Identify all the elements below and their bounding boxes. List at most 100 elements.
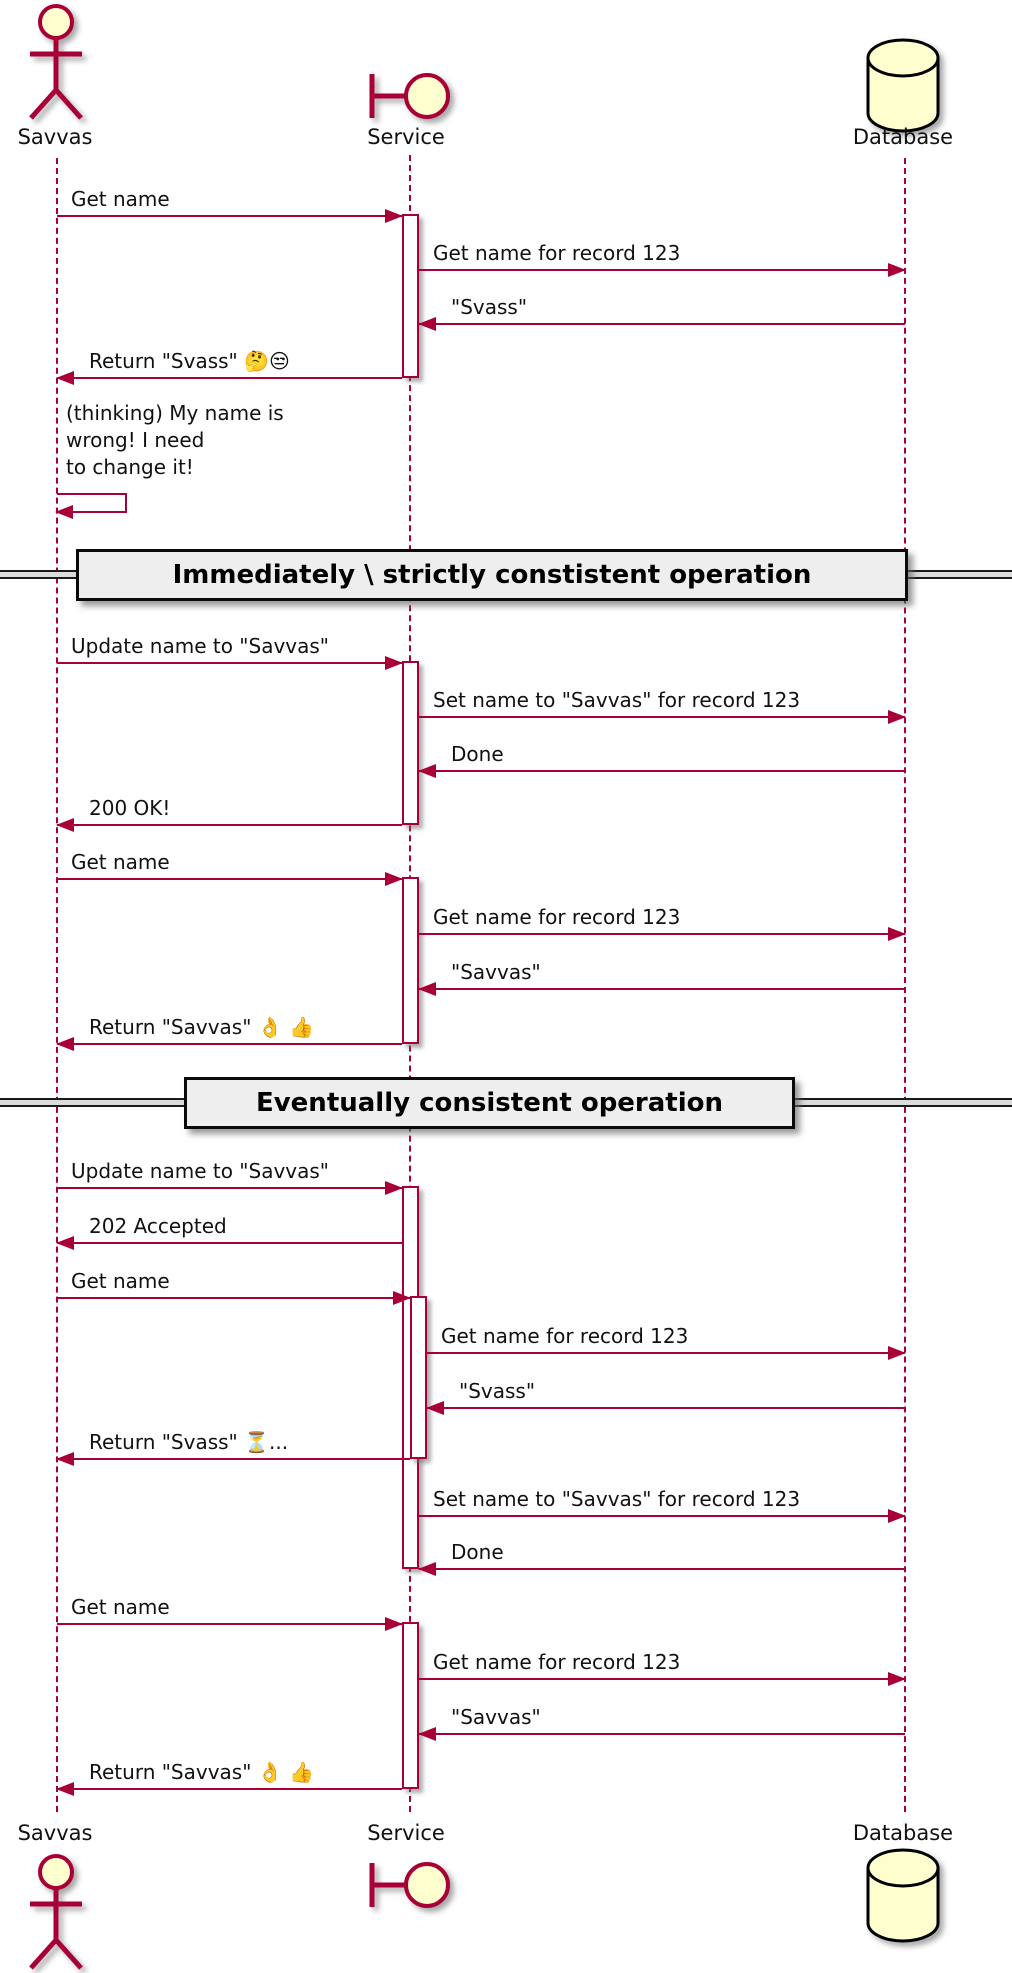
message-label: Get name for record 123	[433, 1650, 681, 1674]
arrowhead-icon	[56, 1782, 74, 1796]
message-label: 202 Accepted	[89, 1214, 227, 1238]
message-arrow: "Savvas"	[418, 1701, 905, 1741]
message-label: Set name to "Savvas" for record 123	[433, 688, 801, 712]
message-label: Return "Savvas" 👌 👍	[89, 1760, 314, 1784]
database-icon	[863, 33, 943, 139]
self-message-line: (thinking) My name is	[66, 401, 284, 425]
database-icon	[863, 1843, 943, 1949]
message-arrow: Done	[418, 1536, 905, 1576]
message-label: Get name	[71, 1595, 170, 1619]
self-message-arrow	[55, 493, 127, 519]
arrowhead-icon	[385, 209, 403, 223]
message-label: Return "Svass" 🤔😒	[89, 349, 290, 373]
message-arrow: Update name to "Savvas"	[57, 1155, 403, 1195]
message-arrow: Get name for record 123	[419, 237, 906, 277]
actor-icon	[16, 2, 96, 126]
arrowhead-icon	[888, 710, 906, 724]
activation-bar	[402, 1622, 419, 1789]
arrowhead-icon	[385, 656, 403, 670]
message-arrow: Return "Svass" ⏳...	[56, 1426, 410, 1466]
divider-eventual: Eventually consistent operation	[184, 1077, 795, 1129]
participant-label-database: Database	[852, 125, 954, 149]
message-arrow: Get name for record 123	[419, 1646, 906, 1686]
self-message-line: to change it!	[66, 455, 194, 479]
boundary-icon	[358, 68, 458, 134]
arrowhead-icon	[56, 1037, 74, 1051]
self-message-note: (thinking) My name is wrong! I need to c…	[66, 400, 284, 481]
arrowhead-icon	[418, 1727, 436, 1741]
arrowhead-icon	[393, 1291, 411, 1305]
message-arrow: Set name to "Savvas" for record 123	[419, 684, 906, 724]
arrowhead-icon	[418, 982, 436, 996]
message-label: "Savvas"	[451, 960, 541, 984]
message-label: Update name to "Savvas"	[71, 1159, 329, 1183]
participant-label-service: Service	[367, 1821, 445, 1845]
arrowhead-icon	[56, 818, 74, 832]
message-arrow: Return "Savvas" 👌 👍	[56, 1756, 402, 1796]
arrowhead-icon	[56, 1452, 74, 1466]
arrowhead-icon	[56, 1236, 74, 1250]
activation-bar-nested	[410, 1296, 427, 1459]
arrowhead-icon	[385, 1617, 403, 1631]
message-arrow: Get name	[57, 1591, 403, 1631]
activation-bar	[402, 214, 419, 378]
message-arrow: 200 OK!	[56, 792, 402, 832]
message-label: "Savvas"	[451, 1705, 541, 1729]
message-label: "Svass"	[459, 1379, 536, 1403]
actor-icon	[16, 1852, 96, 1973]
arrowhead-icon	[888, 263, 906, 277]
message-arrow: Set name to "Savvas" for record 123	[419, 1483, 906, 1523]
arrowhead-icon	[418, 764, 436, 778]
message-label: Update name to "Savvas"	[71, 634, 329, 658]
message-label: Set name to "Savvas" for record 123	[433, 1487, 801, 1511]
lifeline-savvas	[56, 158, 58, 1812]
arrowhead-icon	[418, 317, 436, 331]
message-arrow: Return "Svass" 🤔😒	[56, 345, 402, 385]
arrowhead-icon	[385, 872, 403, 886]
self-message-line: wrong! I need	[66, 428, 205, 452]
divider-strict: Immediately \ strictly constistent opera…	[76, 549, 908, 601]
message-label: 200 OK!	[89, 796, 171, 820]
participant-label-service: Service	[367, 125, 445, 149]
participant-label-savvas: Savvas	[17, 1821, 93, 1845]
arrowhead-icon	[888, 1346, 906, 1360]
divider-label: Eventually consistent operation	[255, 1088, 724, 1118]
message-label: Get name for record 123	[433, 241, 681, 265]
arrowhead-icon	[888, 927, 906, 941]
message-label: "Svass"	[451, 295, 528, 319]
message-arrow: Get name for record 123	[419, 901, 906, 941]
message-label: Get name	[71, 187, 170, 211]
arrowhead-icon	[888, 1509, 906, 1523]
arrowhead-icon	[888, 1672, 906, 1686]
arrowhead-icon	[56, 371, 74, 385]
message-label: Done	[451, 1540, 504, 1564]
message-label: Done	[451, 742, 504, 766]
message-arrow: Done	[418, 738, 905, 778]
divider-label: Immediately \ strictly constistent opera…	[172, 560, 812, 590]
message-arrow: Return "Savvas" 👌 👍	[56, 1011, 402, 1051]
message-label: Return "Svass" ⏳...	[89, 1430, 289, 1454]
message-arrow: "Svass"	[426, 1375, 905, 1415]
arrowhead-icon	[426, 1401, 444, 1415]
message-arrow: Get name for record 123	[427, 1320, 906, 1360]
message-label: Get name for record 123	[433, 905, 681, 929]
message-label: Get name	[71, 850, 170, 874]
participant-label-savvas: Savvas	[17, 125, 93, 149]
message-arrow: "Svass"	[418, 291, 905, 331]
participant-label-database: Database	[852, 1821, 954, 1845]
message-arrow: Get name	[57, 846, 403, 886]
lifeline-database	[904, 158, 906, 1812]
arrowhead-icon	[385, 1181, 403, 1195]
message-arrow: "Savvas"	[418, 956, 905, 996]
message-arrow: Get name	[57, 183, 403, 223]
message-arrow: Get name	[57, 1265, 411, 1305]
arrowhead-icon	[55, 505, 73, 519]
boundary-icon	[358, 1857, 458, 1923]
message-label: Get name for record 123	[441, 1324, 689, 1348]
message-label: Get name	[71, 1269, 170, 1293]
arrowhead-icon	[418, 1562, 436, 1576]
activation-bar	[402, 661, 419, 825]
activation-bar	[402, 877, 419, 1044]
message-arrow: 202 Accepted	[56, 1210, 402, 1250]
